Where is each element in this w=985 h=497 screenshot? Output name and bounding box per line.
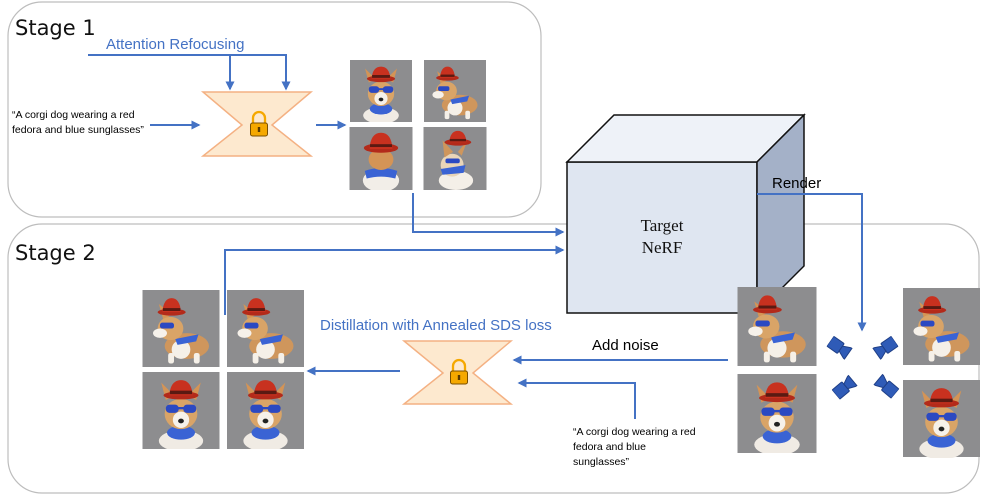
stage2-arrows — [224, 193, 867, 419]
padlock-icon — [450, 358, 468, 385]
stage2-prompt: “A corgi dog wearing a red fedora and bl… — [573, 426, 696, 468]
stage1-title: Stage 1 — [15, 16, 96, 40]
add-noise-label: Add noise — [592, 337, 659, 354]
target-nerf-cube — [565, 113, 806, 315]
padlock-icon — [250, 110, 268, 137]
render-label: Render — [772, 175, 822, 192]
attention-refocusing-label: Attention Refocusing — [106, 36, 245, 53]
stage1-arrows — [88, 54, 565, 237]
nerf-label-line1: Target — [640, 216, 684, 235]
nerf-label-line2: NeRF — [641, 238, 683, 257]
distillation-label: Distillation with Annealed SDS loss — [320, 317, 552, 334]
stage2-title: Stage 2 — [15, 241, 96, 265]
stage1-prompt: “A corgi dog wearing a red fedora and bl… — [12, 109, 144, 136]
nerf-label: Target NeRF — [602, 215, 722, 259]
